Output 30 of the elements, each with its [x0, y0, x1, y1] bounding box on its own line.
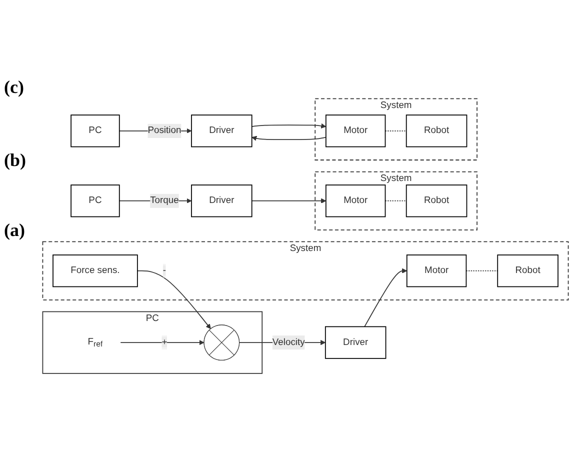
panel-label: (c) [4, 77, 24, 98]
node-box: Driver [324, 326, 386, 360]
node-box: Driver [191, 115, 252, 148]
node-box: Robot [406, 115, 468, 148]
node-box: Robot [497, 254, 558, 288]
arrow [251, 198, 326, 204]
arrow [252, 136, 326, 142]
arrow [251, 124, 326, 129]
node-box: Motor [326, 184, 386, 218]
connector [466, 270, 498, 272]
arrow [364, 268, 408, 328]
node-box: PC [70, 115, 120, 148]
arrow [137, 270, 211, 330]
node-box: Motor [326, 115, 386, 148]
edge-label: Position [148, 126, 182, 136]
node-box: Driver [191, 184, 252, 218]
edge-label: - [162, 266, 166, 276]
edge-label: Torque [150, 196, 179, 206]
edge-label: Velocity [272, 338, 305, 348]
node-box: Robot [406, 184, 468, 218]
node-text: F$_{ref}$ [88, 337, 103, 349]
node-box: Force sens. [52, 254, 138, 288]
edge-label: + [162, 338, 168, 348]
panel-label: (b) [4, 150, 26, 172]
arrow [120, 340, 204, 346]
node-box: Motor [406, 254, 467, 288]
node-box: PC [70, 184, 120, 218]
connector [384, 130, 407, 132]
panel-label: (a) [4, 220, 25, 242]
connector [384, 200, 407, 202]
